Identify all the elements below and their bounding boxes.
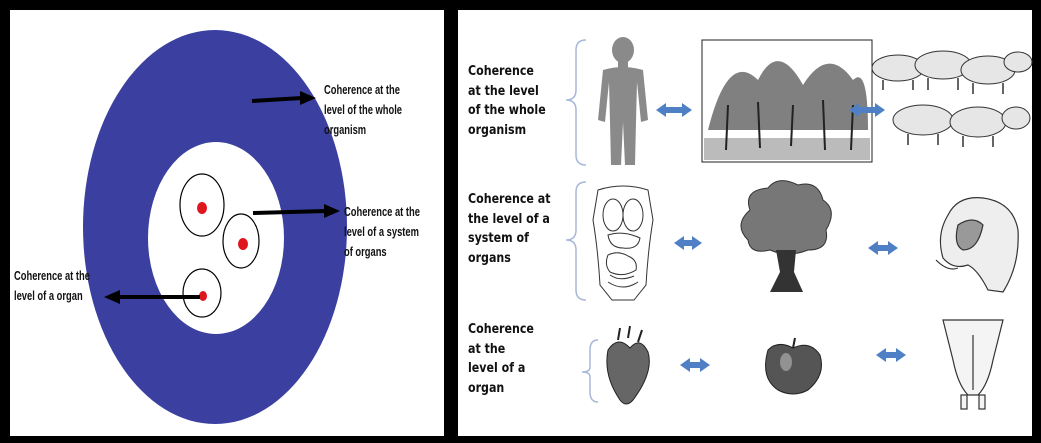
organ-dot-1 [197,202,207,214]
label-organ: Coherence at the level of a organ [14,268,90,304]
row-1-label: Coherence at the level of the whole orga… [468,64,546,138]
udder-icon [942,319,1004,410]
row-2-arrow-2 [868,241,898,255]
left-panel: Coherence at the level of the whole orga… [10,10,444,436]
arrow-organ [104,290,200,304]
arrow-whole-organism [251,91,316,105]
human-organs-icon [592,185,654,301]
tree-icon [740,180,832,292]
orchard-trees-icon [701,39,873,163]
row-2-label: Coherence at the level of a system of or… [468,192,551,266]
label-system-of-organs: Coherence at the level of a system of or… [344,204,420,260]
human-figure-icon [598,37,648,165]
row-1-bracket [565,39,587,166]
inner-white-area [148,142,284,334]
apple-icon [765,337,822,395]
row-2-bracket [565,181,587,301]
right-panel: Coherence at the level of the whole orga… [458,10,1033,436]
row-1-arrow-2 [849,103,885,117]
row-1-arrow-1 [656,103,692,117]
organ-dot-3 [199,291,207,301]
heart-icon [606,325,650,405]
row-3-arrow-1 [680,358,710,372]
row-3-bracket [581,339,599,403]
row-3-label: Coherence at the level of a organ [468,322,534,396]
row-3-arrow-2 [876,348,906,362]
organ-dot-2 [238,238,248,250]
illustrations [565,37,1033,410]
row-2-arrow-1 [674,236,702,250]
sheep-flock-icon [871,50,1033,147]
sheep-head-icon [935,197,1019,293]
arrow-system-of-organs [252,204,340,218]
label-whole-organism: Coherence at the level of the whole orga… [324,82,403,138]
nested-circles-diagram [83,30,347,424]
